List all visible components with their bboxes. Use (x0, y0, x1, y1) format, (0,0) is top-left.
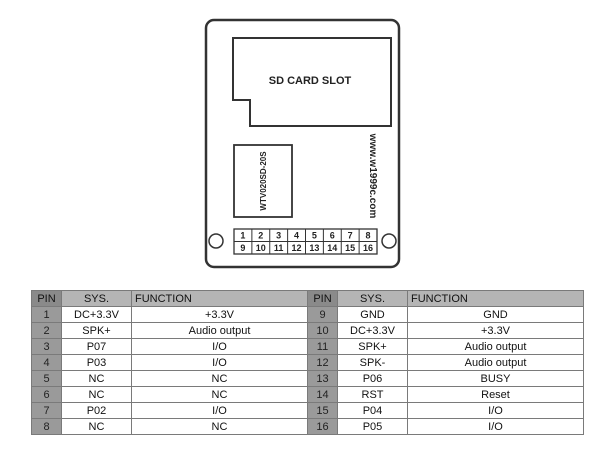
chip (233, 144, 293, 218)
pin-header-label: 12 (292, 243, 302, 253)
pin-sys: DC+3.3V (61, 306, 132, 323)
pin-function: +3.3V (131, 306, 308, 323)
pin-sys: P04 (337, 402, 408, 419)
pin-sys: GND (337, 306, 408, 323)
pin-sys: RST (337, 386, 408, 403)
table-row: 6 NC NC 14 RST Reset (31, 386, 584, 403)
pin-function: NC (131, 386, 308, 403)
pin-number: 14 (307, 386, 338, 403)
pin-number: 13 (307, 370, 338, 387)
pin-function: GND (407, 306, 584, 323)
pin-sys: SPK- (337, 354, 408, 371)
pin-sys: P07 (61, 338, 132, 355)
pin-number: 2 (31, 322, 62, 339)
pin-header-label: 6 (330, 231, 335, 241)
pin-sys: P02 (61, 402, 132, 419)
pin-function: I/O (131, 354, 308, 371)
pin-number: 15 (307, 402, 338, 419)
pin-sys: SPK+ (61, 322, 132, 339)
sd-card-slot (232, 37, 392, 127)
header-function-left: FUNCTION (131, 290, 308, 307)
header-pin-right: PIN (307, 290, 338, 307)
pin-function: I/O (131, 402, 308, 419)
mounting-hole-right (381, 233, 397, 249)
pin-header-label: 9 (240, 243, 245, 253)
table-row: 4 P03 I/O 12 SPK- Audio output (31, 354, 584, 371)
pin-number: 10 (307, 322, 338, 339)
pin-sys: NC (61, 386, 132, 403)
pin-header-label: 8 (366, 231, 371, 241)
pin-header-label: 4 (294, 231, 299, 241)
pin-header-label: 5 (312, 231, 317, 241)
table-row: 2 SPK+ Audio output 10 DC+3.3V +3.3V (31, 322, 584, 339)
table-row: 5 NC NC 13 P06 BUSY (31, 370, 584, 387)
pin-function: Audio output (407, 354, 584, 371)
table-row: 1 DC+3.3V +3.3V 9 GND GND (31, 306, 584, 323)
pin-header-label: 16 (363, 243, 373, 253)
module-diagram: SD CARD SLOT WTV020SD-20S www.w1999c.com… (204, 18, 401, 269)
pin-header-label: 2 (258, 231, 263, 241)
table-row: 7 P02 I/O 15 P04 I/O (31, 402, 584, 419)
pin-function: Reset (407, 386, 584, 403)
header-function-right: FUNCTION (407, 290, 584, 307)
pin-sys: NC (61, 370, 132, 387)
pin-sys: P05 (337, 418, 408, 435)
pin-sys: NC (61, 418, 132, 435)
pin-function: Audio output (407, 338, 584, 355)
pin-number: 12 (307, 354, 338, 371)
pin-number: 6 (31, 386, 62, 403)
pin-header-label: 1 (240, 231, 245, 241)
pin-function: I/O (407, 418, 584, 435)
mounting-hole-left (208, 233, 224, 249)
pin-header-label: 11 (274, 243, 284, 253)
pin-sys: DC+3.3V (337, 322, 408, 339)
pin-number: 11 (307, 338, 338, 355)
pin-function: +3.3V (407, 322, 584, 339)
pin-function: I/O (407, 402, 584, 419)
pin-number: 7 (31, 402, 62, 419)
pin-sys: SPK+ (337, 338, 408, 355)
pin-function: Audio output (131, 322, 308, 339)
pin-number: 8 (31, 418, 62, 435)
pin-table: PIN SYS. FUNCTION PIN SYS. FUNCTION 1 DC… (31, 290, 584, 435)
pin-number: 4 (31, 354, 62, 371)
pin-header-label: 13 (309, 243, 319, 253)
chip-label: WTV020SD-20S (259, 151, 268, 211)
table-row: 8 NC NC 16 P05 I/O (31, 418, 584, 435)
pin-sys: P06 (337, 370, 408, 387)
header-sys-right: SYS. (337, 290, 408, 307)
sd-slot-label: SD CARD SLOT (269, 75, 352, 87)
pin-header-label: 7 (348, 231, 353, 241)
pin-number: 5 (31, 370, 62, 387)
pin-header-label: 10 (256, 243, 266, 253)
pin-number: 16 (307, 418, 338, 435)
pin-header-label: 15 (345, 243, 355, 253)
pin-table-header-row: PIN SYS. FUNCTION PIN SYS. FUNCTION (31, 290, 584, 307)
pin-number: 1 (31, 306, 62, 323)
pin-number: 9 (307, 306, 338, 323)
pin-function: NC (131, 418, 308, 435)
header-sys-left: SYS. (61, 290, 132, 307)
pin-function: BUSY (407, 370, 584, 387)
table-row: 3 P07 I/O 11 SPK+ Audio output (31, 338, 584, 355)
pin-number: 3 (31, 338, 62, 355)
header-pin-left: PIN (31, 290, 62, 307)
pin-function: I/O (131, 338, 308, 355)
pin-sys: P03 (61, 354, 132, 371)
website-label: www.w1999c.com (367, 133, 378, 219)
pin-function: NC (131, 370, 308, 387)
pin-header-label: 3 (276, 231, 281, 241)
pin-header-label: 14 (327, 243, 337, 253)
